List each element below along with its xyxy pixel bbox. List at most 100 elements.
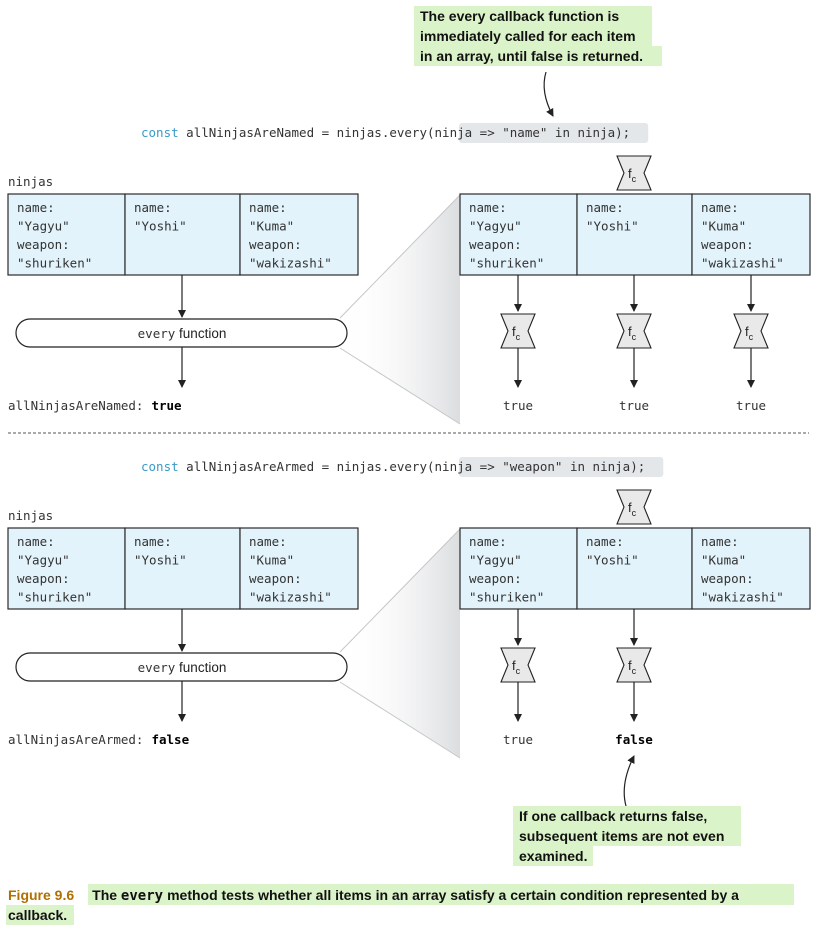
array-cell-text: weapon: [249,237,302,252]
array-cell-text: name: [586,200,624,215]
callback-label-sub: c [632,666,637,676]
callback-label-main: f [628,658,632,673]
caption-code: every [121,888,164,904]
array-cell-text: "Kuma" [701,219,746,234]
array-cell-text: "Yoshi" [586,553,639,568]
callback-label: fc [628,166,637,184]
callback-argument-highlight [459,457,664,477]
array-cell-text: name: [469,534,507,549]
array-cell-text: "shuriken" [17,256,92,271]
array-cell-text: weapon: [249,571,302,586]
result-line: allNinjasAreArmed: false [8,732,190,747]
code-line: const allNinjasAreNamed = ninjas.every(n… [141,125,630,140]
array-cell [239,527,359,610]
bottom-annotation-line: If one callback returns false, [519,808,707,824]
array-cell [691,193,811,276]
caption-highlight [88,884,794,905]
array-cell [239,193,359,276]
array-cell-text: "shuriken" [17,590,92,605]
every-function-text: function [175,660,226,675]
callback-label-main: f [745,324,749,339]
callback-label-main: f [512,324,516,339]
callback-label-sub: c [516,666,521,676]
array-cell [576,193,693,276]
every-panel-1: const allNinjasAreNamed = ninjas.every(n… [7,123,811,425]
array-cell-text: name: [701,534,739,549]
array-cell-text: name: [134,534,172,549]
array-cell [7,527,126,610]
annotation-arrow [623,755,635,807]
panels-layer: const allNinjasAreNamed = ninjas.every(n… [7,123,811,759]
array-cell-text: "Yoshi" [134,219,187,234]
code-end: ); [615,125,630,140]
array-cell [124,193,241,276]
callback-label-main: f [628,324,632,339]
callback-label: fc [512,658,521,676]
callback-icon [616,155,652,191]
callback-argument-highlight [459,123,649,143]
top-annotation: The every callback function is immediate… [414,6,662,117]
callback-label-sub: c [632,174,637,184]
callback-icon [616,647,652,683]
callback-label-main: f [628,166,632,181]
top-annotation-line: in an array, until false is returned. [420,48,643,64]
array-cell-text: weapon: [17,571,70,586]
code-callback-argument: ninja => "weapon" in ninja [435,459,631,474]
result-value: true [151,398,182,413]
caption-text: Figure 9.6 The every method tests whethe… [8,887,739,904]
array-cell-text: "Yagyu" [469,219,522,234]
result-value: false [151,732,189,747]
every-function-code: every [138,326,176,341]
array-cell-text: weapon: [469,237,522,252]
callback-label: fc [745,324,754,342]
bottom-annotation-highlight [513,806,741,826]
caption-highlight [6,905,74,925]
caption-post: method tests whether all items in an arr… [167,887,739,903]
array-cell-text: name: [701,200,739,215]
array-cell-text: "wakizashi" [701,256,784,271]
figure-caption: Figure 9.6 The every method tests whethe… [6,884,794,925]
caption-pre: The [92,887,121,903]
code-end: ); [630,459,645,474]
array-cell-text: "wakizashi" [249,590,332,605]
callback-result: true [503,398,533,413]
annotation-arrow [543,71,554,117]
code-callback-argument: ninja => "name" in ninja [435,125,616,140]
array-cell-text: name: [469,200,507,215]
every-function-label: every function [138,326,227,341]
array-cell-text: name: [249,534,287,549]
callback-label: fc [628,658,637,676]
callback-icon [733,313,769,349]
every-function-code: every [138,660,176,675]
callback-result: true [736,398,766,413]
array-cell-text: "Yagyu" [17,553,70,568]
bottom-annotation-line: examined. [519,848,587,864]
array-cell-text: "Yagyu" [17,219,70,234]
array-cell-text: "shuriken" [469,590,544,605]
array-cell [124,527,241,610]
array-label: ninjas [8,174,53,189]
code-call: allNinjasAreNamed = ninjas.every( [179,125,435,140]
bottom-annotation-highlight [513,846,593,866]
array-cell-text: "Yoshi" [134,553,187,568]
zoom-edge [339,347,461,425]
every-panel-2: const allNinjasAreArmed = ninjas.every(n… [7,457,811,759]
callback-label: fc [628,324,637,342]
callback-label-sub: c [632,508,637,518]
array-cell-text: "Yoshi" [586,219,639,234]
result-label: allNinjasAreNamed: [8,398,143,413]
array-cell [576,527,693,610]
array-label: ninjas [8,508,53,523]
callback-result: true [503,732,533,747]
callback-label-sub: c [516,332,521,342]
every-function-text: function [175,326,226,341]
callback-label: fc [512,324,521,342]
result-label: allNinjasAreArmed: [8,732,143,747]
array-cell-text: weapon: [469,571,522,586]
callback-label: fc [628,500,637,518]
callback-icon [616,489,652,525]
array-cell-text: "Kuma" [249,219,294,234]
code-keyword: const [141,125,179,140]
array-cell-text: name: [586,534,624,549]
